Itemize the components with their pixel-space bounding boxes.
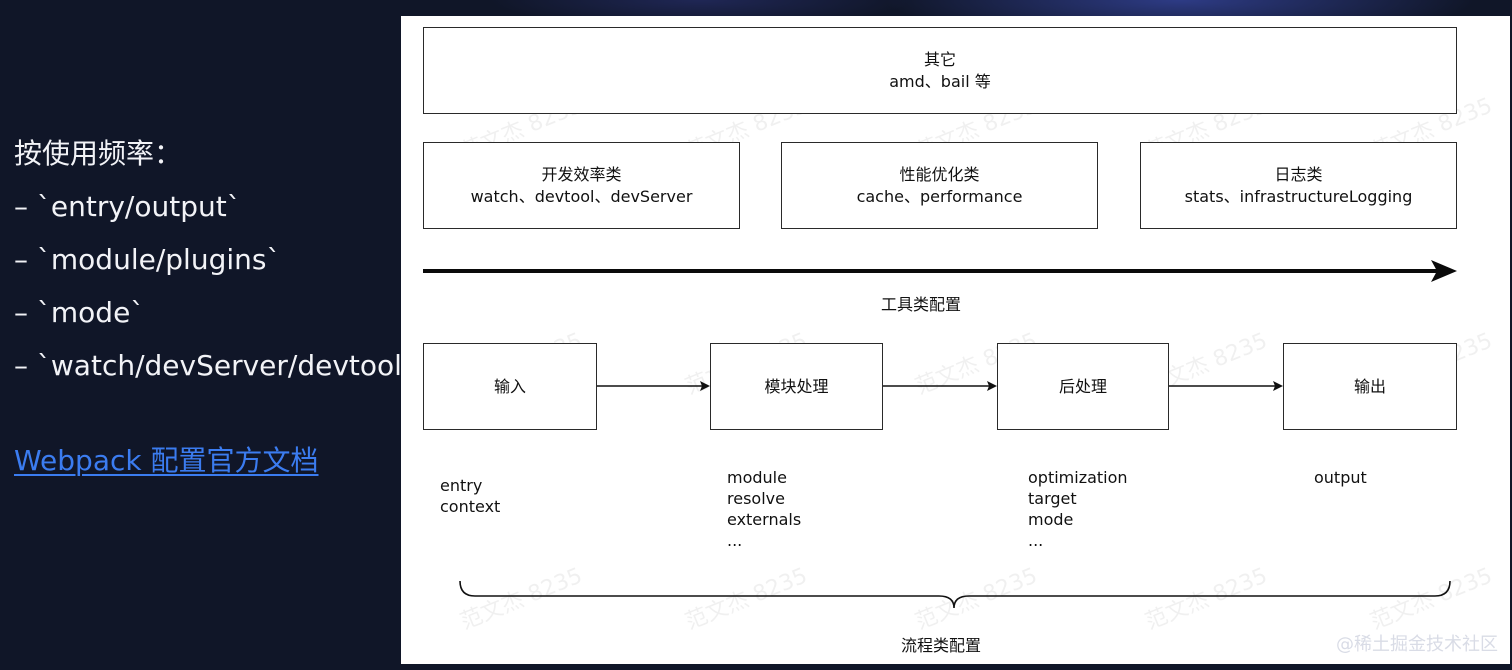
param-item: target [1028,489,1077,508]
other-config-subtitle: amd、bail 等 [889,71,991,91]
param-item: ... [727,531,743,550]
site-watermark: @稀土掘金技术社区 [1336,634,1498,655]
tool-axis-arrowhead [1431,260,1457,282]
frequency-title: 按使用频率： [14,137,183,170]
tool-config-label: 工具类配置 [881,295,962,314]
usage-frequency-list: 按使用频率： – `entry/output` – `module/plugin… [14,128,416,392]
flow-arrowhead-3 [1273,381,1283,391]
input-params: entry context [440,475,500,517]
flow-step-module-title: 模块处理 [764,376,829,396]
diagram-lines [423,260,1457,609]
flow-step-postprocess-box: 后处理 [997,343,1169,430]
other-config-title: 其它 [923,49,956,69]
flow-step-module-box: 模块处理 [710,343,883,430]
frequency-item-watch-devserver-devtool: – `watch/devServer/devtool` [14,349,416,382]
performance-box: 性能优化类 cache、performance [781,142,1098,229]
flow-brace [459,580,1451,609]
param-item: ... [1028,531,1044,550]
flow-step-postprocess-title: 后处理 [1058,376,1107,396]
webpack-config-diagram: 范文杰 8235 范文杰 8235 范文杰 8235 范文杰 8235 范文杰 … [401,16,1510,664]
dev-efficiency-subtitle: watch、devtool、devServer [470,186,693,206]
postprocess-params: optimization target mode ... [1028,467,1128,551]
param-item: output [1314,468,1367,487]
param-item: entry [440,476,483,495]
frequency-item-mode: – `mode` [14,296,145,329]
logging-title: 日志类 [1274,164,1323,184]
flow-config-label: 流程类配置 [901,636,982,655]
flow-step-input-title: 输入 [493,376,526,396]
param-item: optimization [1028,468,1128,487]
dev-efficiency-box: 开发效率类 watch、devtool、devServer [423,142,740,229]
module-params: module resolve externals ... [727,467,801,551]
param-item: context [440,497,501,516]
param-item: externals [727,510,802,529]
performance-subtitle: cache、performance [856,186,1023,206]
performance-title: 性能优化类 [899,164,980,184]
flow-arrowhead-1 [700,381,710,391]
flow-step-input-box: 输入 [423,343,597,430]
param-item: mode [1028,510,1074,529]
output-params: output [1314,467,1367,488]
frequency-item-module-plugins: – `module/plugins` [14,243,281,276]
param-item: resolve [727,489,785,508]
flow-arrowhead-2 [987,381,997,391]
logging-subtitle: stats、infrastructureLogging [1184,186,1413,206]
flow-step-output-title: 输出 [1353,376,1386,396]
logging-box: 日志类 stats、infrastructureLogging [1140,142,1457,229]
param-item: module [727,468,787,487]
flow-step-output-box: 输出 [1283,343,1457,430]
other-config-box: 其它 amd、bail 等 [423,27,1457,114]
dev-efficiency-title: 开发效率类 [541,164,622,184]
frequency-item-entry-output: – `entry/output` [14,190,241,223]
webpack-docs-link[interactable]: Webpack 配置官方文档 [14,444,319,477]
